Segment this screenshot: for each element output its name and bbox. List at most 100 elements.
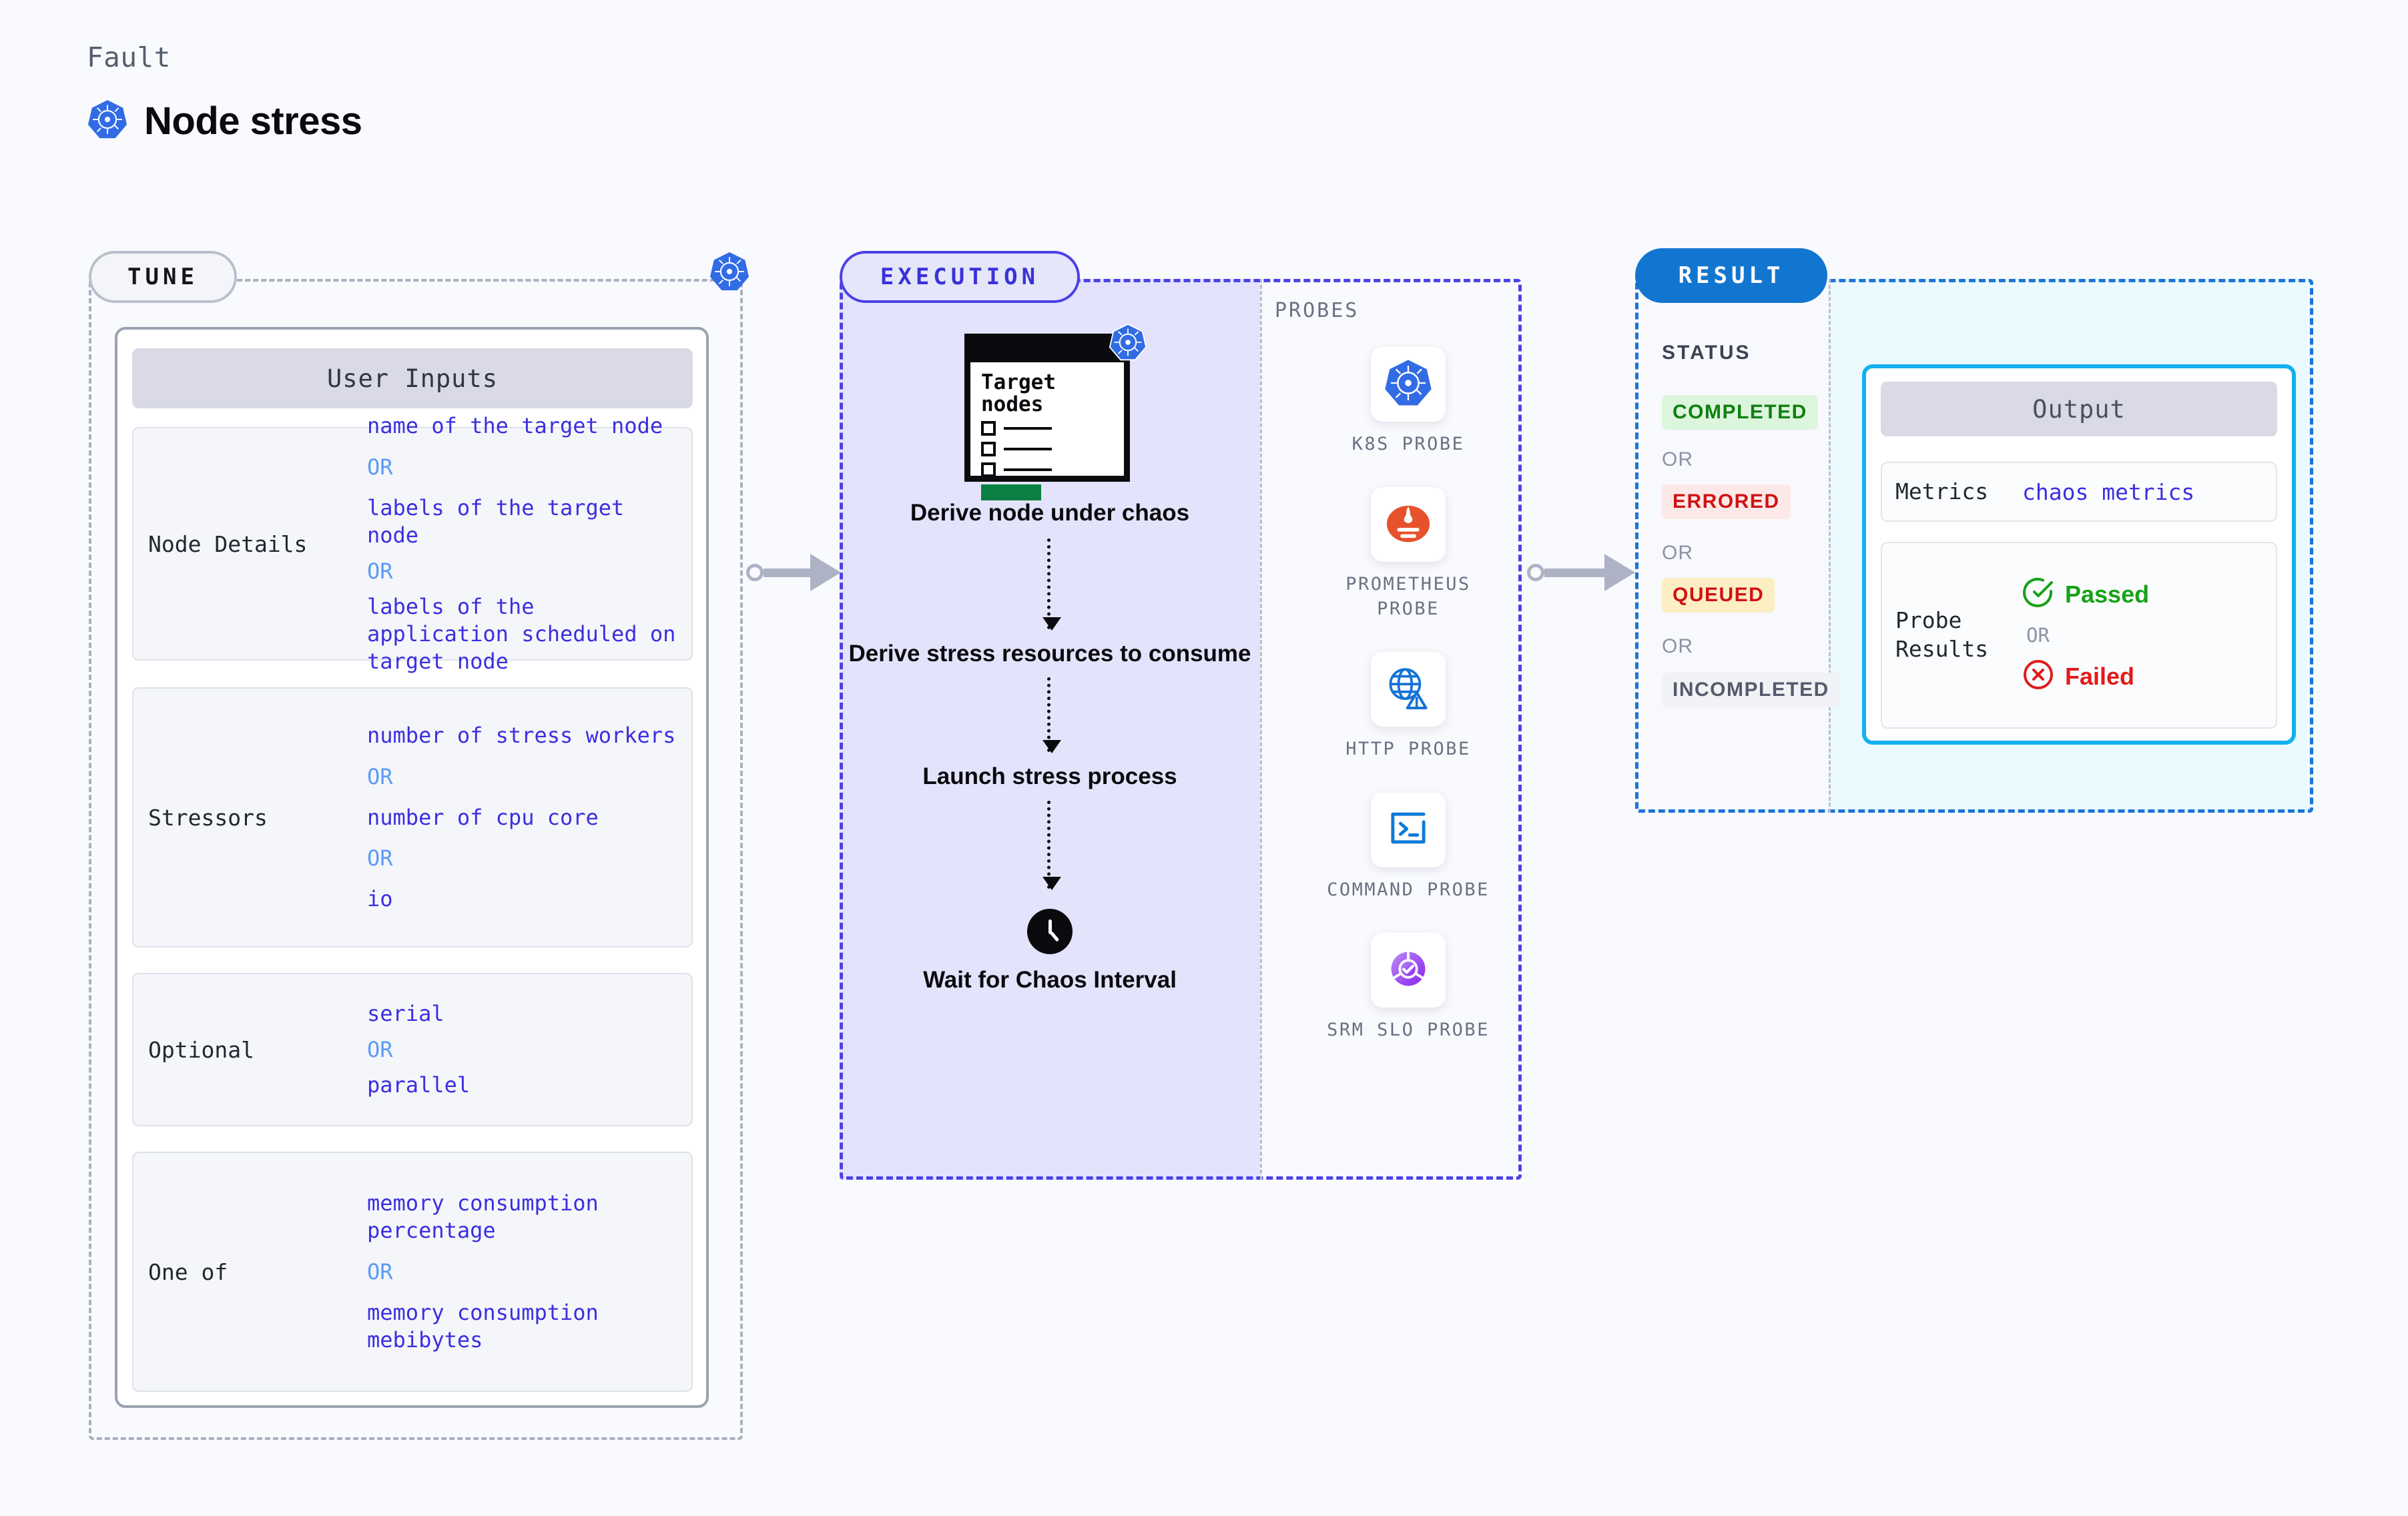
check-circle-icon xyxy=(2022,577,2054,612)
probe-tile xyxy=(1371,792,1446,867)
input-group-label: Optional xyxy=(148,1036,254,1063)
kubernetes-icon xyxy=(87,99,128,143)
input-value: memory consumption mebibytes xyxy=(367,1300,599,1353)
output-row-metrics[interactable]: Metrics chaos metrics xyxy=(1881,462,2277,522)
probe-tile xyxy=(1371,487,1446,562)
input-group-one-of[interactable]: One of memory consumption percentage OR … xyxy=(132,1152,693,1392)
input-value: memory consumption percentage xyxy=(367,1190,599,1244)
probe-item-prometheus[interactable]: PROMETHEUS PROBE xyxy=(1308,487,1508,621)
window-title: Target nodes xyxy=(981,370,1056,416)
probe-item-srm-slo[interactable]: SRM SLO PROBE xyxy=(1308,933,1508,1042)
input-group-node-details[interactable]: Node Details name of the target node OR … xyxy=(132,413,693,674)
input-group-label: Node Details xyxy=(148,530,308,557)
result-pill[interactable]: RESULT xyxy=(1635,248,1827,303)
window-body: Target nodes xyxy=(981,370,1116,501)
or-separator: OR xyxy=(367,845,393,871)
input-group-values: number of stress workers OR number of cp… xyxy=(367,722,691,913)
input-group-label: One of xyxy=(148,1258,228,1285)
tune-pill[interactable]: TUNE xyxy=(89,251,237,303)
checkbox-icon xyxy=(981,462,996,478)
target-nodes-illustration: Target nodes xyxy=(964,323,1147,501)
x-circle-icon xyxy=(2022,659,2054,694)
page-title: Node stress xyxy=(144,99,362,143)
clock-icon xyxy=(1027,909,1073,955)
input-value: name of the target node xyxy=(367,413,663,439)
probe-results-label: Probe Results xyxy=(1895,607,1989,662)
probe-tile xyxy=(1371,933,1446,1008)
output-title: Output xyxy=(2032,394,2126,424)
or-separator: OR xyxy=(1662,635,1693,657)
window-graphic: Target nodes xyxy=(964,334,1130,501)
status-badge-incompleted: INCOMPLETED xyxy=(1662,673,1840,707)
probe-label: COMMAND PROBE xyxy=(1327,879,1490,900)
checkbox-icon xyxy=(981,442,996,457)
prometheus-icon xyxy=(1383,498,1434,552)
probe-label: HTTP PROBE xyxy=(1345,739,1471,760)
output-row-probe-results[interactable]: Probe Results Passed OR Failed xyxy=(1881,542,2277,729)
user-inputs-title: User Inputs xyxy=(326,364,499,393)
flow-step-label: Derive stress resources to consume xyxy=(848,640,1251,667)
execution-pill-label: EXECUTION xyxy=(880,264,1040,290)
probes-list: K8S PROBE PROMETHEUS PROBE HTTP PROBE xyxy=(1308,347,1508,1074)
flow-arrow xyxy=(1042,538,1061,631)
or-separator: OR xyxy=(1662,542,1693,564)
or-separator: OR xyxy=(367,558,393,584)
probes-divider xyxy=(1260,279,1262,1180)
execution-pill[interactable]: EXECUTION xyxy=(840,251,1080,303)
metrics-value: chaos metrics xyxy=(2022,478,2195,505)
status-column-background xyxy=(1635,279,1829,813)
line-graphic xyxy=(1004,468,1052,472)
input-value: parallel xyxy=(367,1072,471,1098)
tune-panel xyxy=(89,279,743,1440)
status-badge-queued: QUEUED xyxy=(1662,578,1775,613)
input-value: number of stress workers xyxy=(367,722,676,748)
flow-step-label: Wait for Chaos Interval xyxy=(923,967,1177,994)
probe-label: PROMETHEUS PROBE xyxy=(1345,574,1471,619)
connector-dot xyxy=(1527,564,1544,581)
input-value: serial xyxy=(367,1001,444,1027)
connector-dot xyxy=(746,564,764,581)
or-separator: OR xyxy=(2026,624,2050,647)
input-group-values: memory consumption percentage OR memory … xyxy=(367,1190,691,1354)
input-group-stressors[interactable]: Stressors number of stress workers OR nu… xyxy=(132,687,693,948)
execution-flow: Target nodes Derive node under chaos Der… xyxy=(840,323,1260,995)
connector-bar xyxy=(764,568,810,577)
or-separator: OR xyxy=(367,1259,393,1284)
input-value: labels of the target node xyxy=(367,495,625,548)
probe-result-passed: Passed xyxy=(2022,577,2149,612)
checkbox-row xyxy=(981,462,1116,478)
metrics-label: Metrics xyxy=(1895,478,1989,504)
probe-item-http[interactable]: HTTP PROBE xyxy=(1308,652,1508,761)
probe-label: K8S PROBE xyxy=(1351,434,1465,454)
terminal-icon xyxy=(1384,803,1433,856)
progress-bar-graphic xyxy=(981,484,1041,501)
probe-tile xyxy=(1371,347,1446,422)
input-value: number of cpu core xyxy=(367,804,599,830)
user-inputs-header: User Inputs xyxy=(132,348,693,408)
result-panel xyxy=(1635,279,2313,813)
connector-arrowhead xyxy=(1604,554,1635,591)
probe-label: SRM SLO PROBE xyxy=(1327,1020,1490,1041)
input-group-optional[interactable]: Optional serial OR parallel xyxy=(132,973,693,1126)
line-graphic xyxy=(1004,427,1052,430)
connector-bar xyxy=(1544,568,1604,577)
checkbox-row xyxy=(981,442,1116,457)
connector-execution-to-result xyxy=(1527,554,1652,591)
probes-label: PROBES xyxy=(1275,299,1360,322)
or-separator: OR xyxy=(367,1037,393,1062)
or-separator: OR xyxy=(367,454,393,480)
probe-item-command[interactable]: COMMAND PROBE xyxy=(1308,792,1508,902)
input-value: io xyxy=(367,886,393,912)
result-pill-label: RESULT xyxy=(1678,262,1785,289)
probe-tile xyxy=(1371,652,1446,727)
globe-warning-icon xyxy=(1384,663,1433,716)
tune-pill-label: TUNE xyxy=(127,264,198,290)
input-group-label: Stressors xyxy=(148,804,268,831)
flow-step-label: Launch stress process xyxy=(922,763,1177,790)
probe-result-failed: Failed xyxy=(2022,659,2149,694)
fault-kicker: Fault xyxy=(87,41,171,73)
connector-arrowhead xyxy=(810,554,841,591)
slo-donut-check-icon xyxy=(1384,944,1433,997)
probe-item-k8s[interactable]: K8S PROBE xyxy=(1308,347,1508,456)
probe-results-values: Passed OR Failed xyxy=(2022,577,2149,694)
